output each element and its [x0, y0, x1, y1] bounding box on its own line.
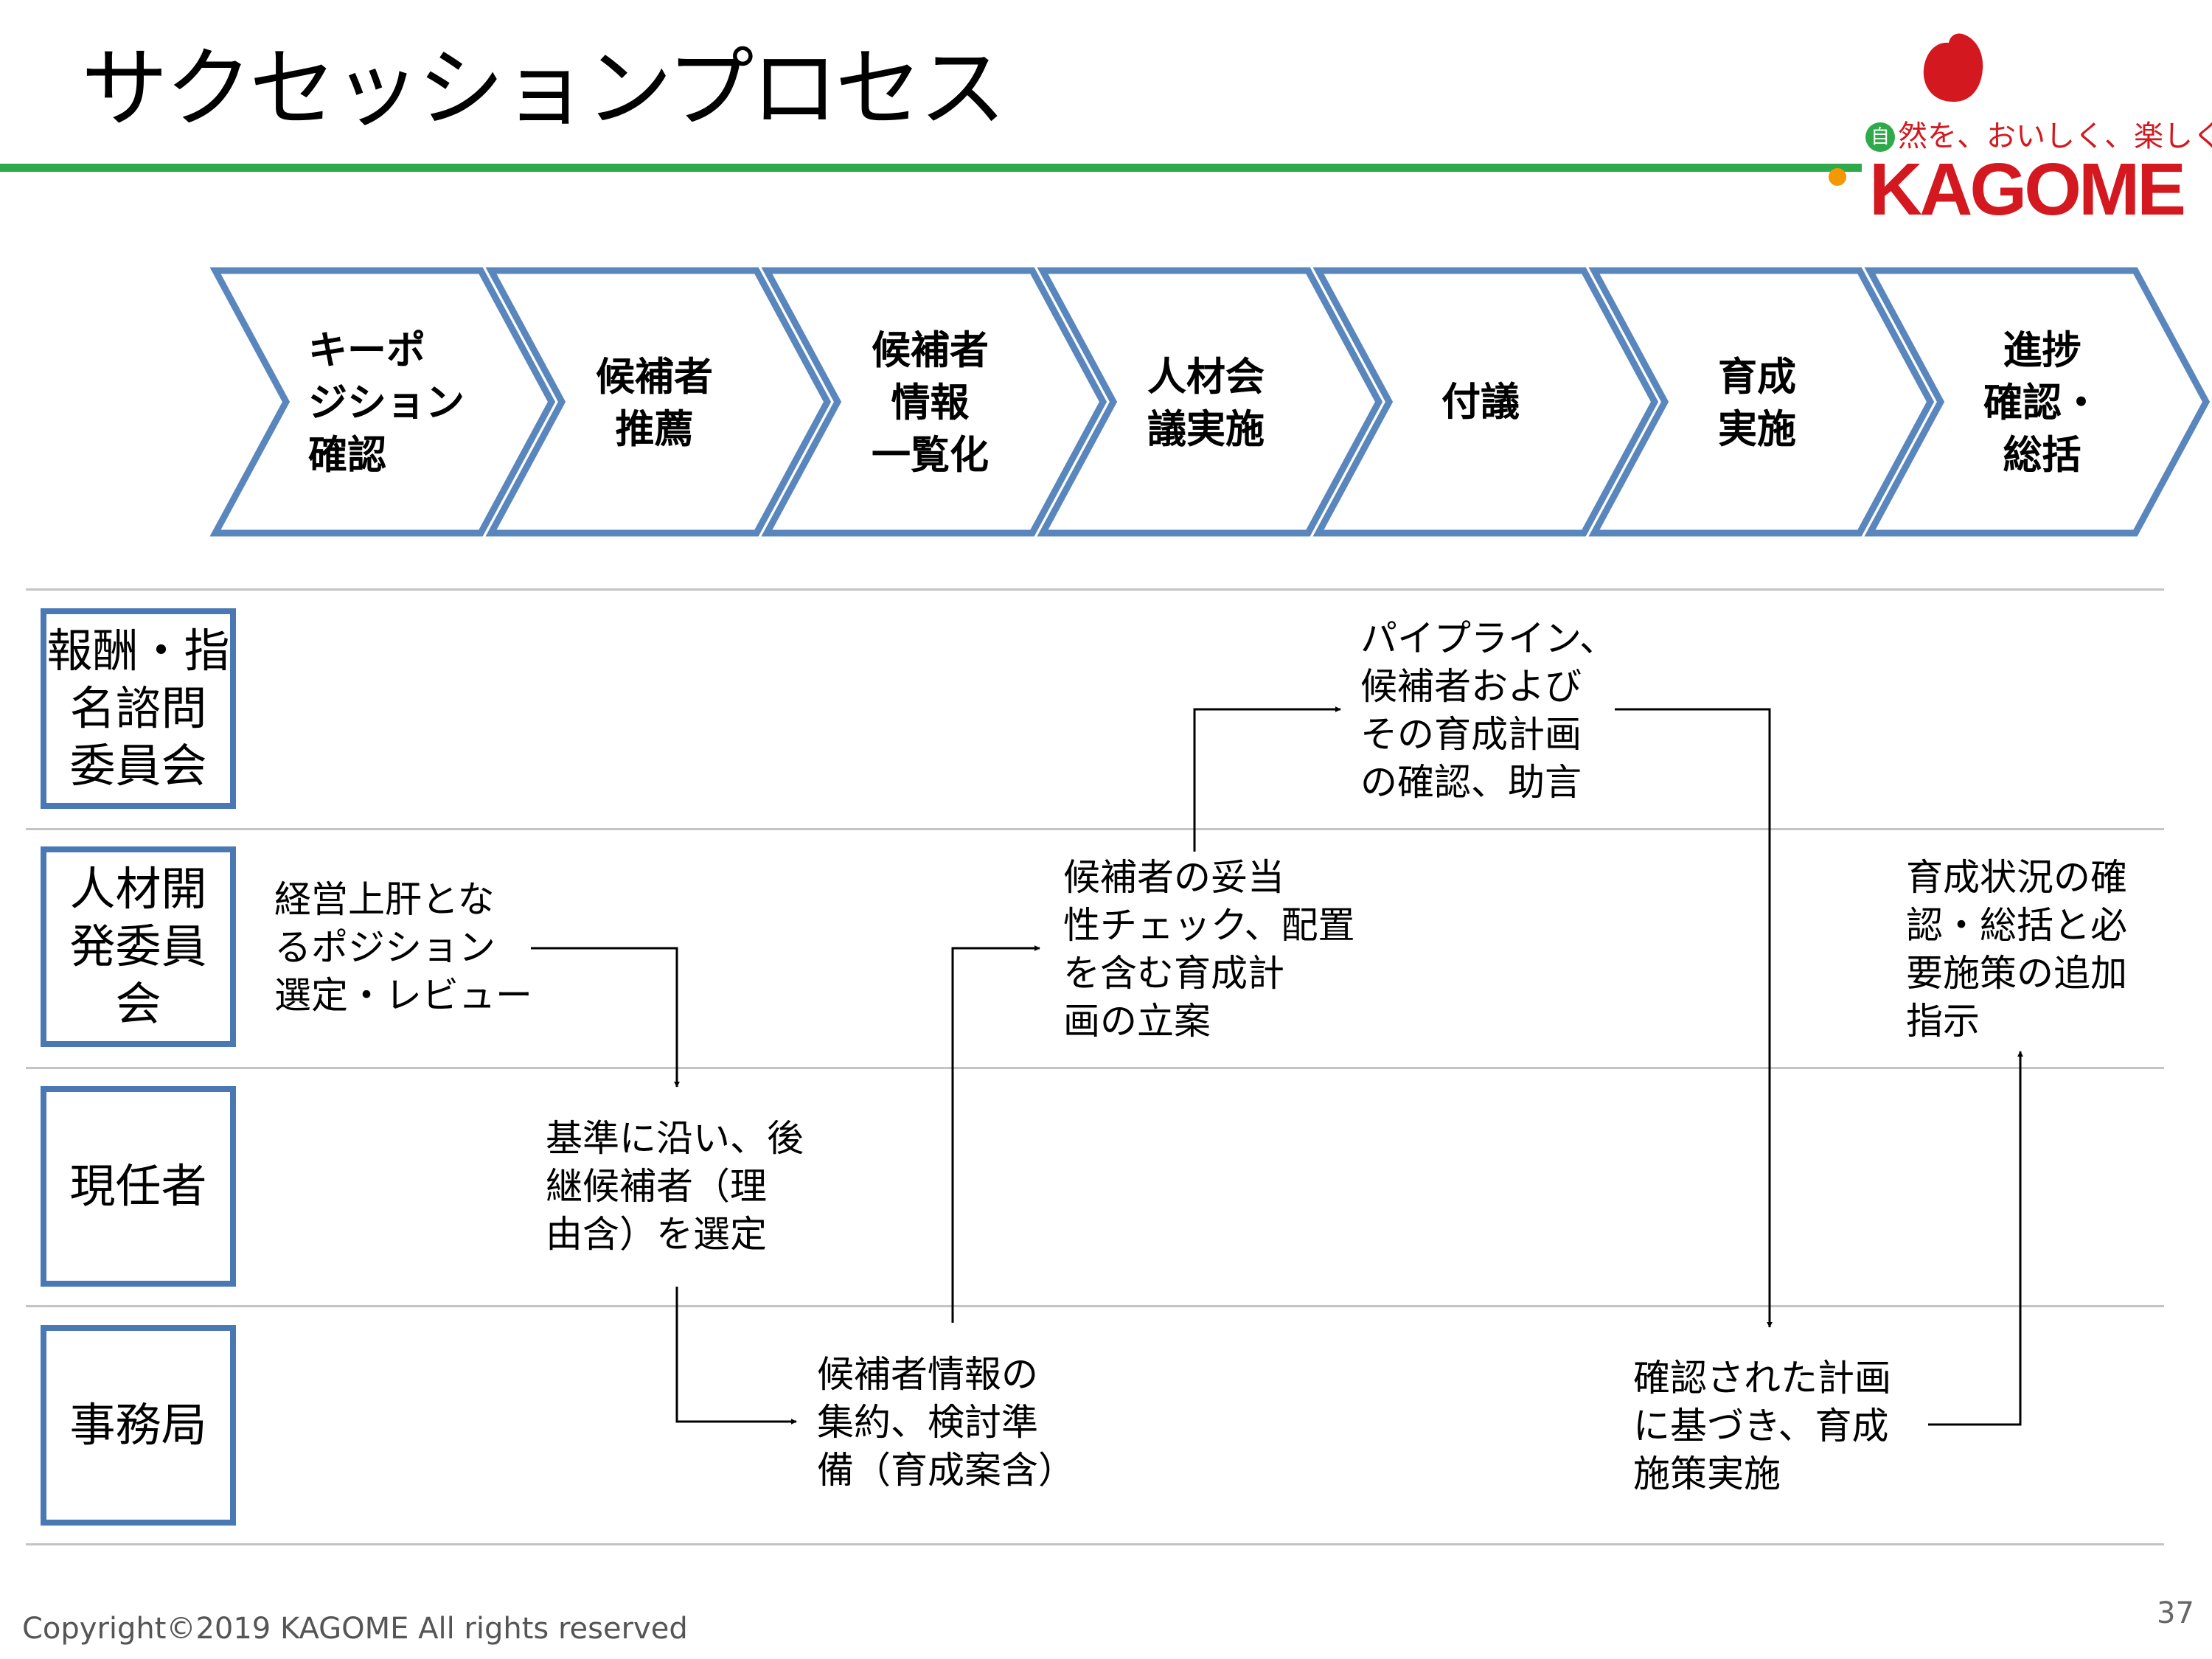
role-label: 人材開 発委員 会	[69, 862, 207, 1031]
process-step-proposal: 付議	[1441, 380, 1520, 425]
connector-arrow	[1615, 708, 1773, 1328]
role-secretariat: 事務局	[41, 1325, 236, 1526]
lane-divider	[26, 1305, 2164, 1307]
role-label: 報酬・指 名諮問 委員会	[46, 624, 230, 793]
process-step-progress: 進捗 確認・ 総括	[1983, 328, 2101, 478]
role-hr-development-committee: 人材開 発委員 会	[41, 846, 236, 1047]
process-step-meeting: 人材会 議実施	[1147, 355, 1265, 452]
process-step-chevron	[1312, 267, 1659, 537]
connector-arrow	[531, 947, 680, 1088]
connector-arrow	[951, 945, 1040, 1323]
node-progress-instruction: 育成状況の確 認・総括と必 要施策の追加 指示	[1906, 856, 2127, 1043]
copyright-text: Copyright©2019 KAGOME All rights reserve…	[22, 1612, 688, 1646]
node-keyposition-review: 経営上肝とな るポジション 選定・レビュー	[274, 878, 532, 1017]
brand-dot-icon	[1829, 168, 1846, 186]
lane-divider	[26, 828, 2164, 830]
node-plan-execution: 確認された計画 に基づき、育成 施策実施	[1633, 1357, 1891, 1495]
brand-tagline-badge: 自	[1865, 122, 1895, 152]
process-step-listing: 候補者 情報 一覧化	[872, 328, 989, 478]
process-step-keyposition: キーポ ジション 確認	[308, 328, 465, 478]
role-compensation-committee: 報酬・指 名諮問 委員会	[41, 608, 236, 809]
process-step-chevron	[1037, 267, 1383, 537]
brand-tagline: 自然を、おいしく、楽しく。	[1865, 112, 2212, 155]
node-info-aggregation: 候補者情報の 集約、検討準 備（育成案含）	[817, 1353, 1075, 1492]
connector-arrow	[675, 1287, 797, 1425]
process-step-development: 育成 実施	[1718, 355, 1796, 452]
page-title: サクセッションプロセス	[81, 38, 1006, 139]
lane-divider	[26, 588, 2164, 591]
process-step-chevron	[485, 267, 832, 537]
process-step-recommend: 候補者 推薦	[596, 355, 713, 452]
process-step-chevron	[209, 267, 556, 537]
role-label: 事務局	[69, 1398, 207, 1452]
node-pipeline-review: パイプライン、 候補者および その育成計画 の確認、助言	[1360, 617, 1616, 804]
brand-tagline-text: 然を、おいしく、楽しく。	[1898, 119, 2212, 153]
node-plan-drafting: 候補者の妥当 性チェック、配置 を含む育成計 画の立案	[1063, 856, 1355, 1043]
lane-divider	[26, 1543, 2164, 1545]
process-step-chevron	[1864, 267, 2211, 537]
process-step-chevron	[761, 267, 1107, 537]
title-underline	[0, 164, 1862, 172]
node-successor-selection: 基準に沿い、後 継候補者（理 由含）を選定	[546, 1117, 804, 1256]
connector-arrow	[1193, 706, 1341, 852]
lane-divider	[26, 1067, 2164, 1069]
page-number: 37	[2157, 1596, 2194, 1630]
role-incumbent: 現任者	[41, 1086, 236, 1287]
brand-wordmark: KAGOME	[1869, 148, 2186, 231]
process-step-chevron	[1588, 267, 1935, 537]
role-label: 現任者	[69, 1159, 207, 1213]
tomato-logo-icon	[1923, 33, 1983, 102]
connector-arrow	[1928, 1051, 2023, 1426]
